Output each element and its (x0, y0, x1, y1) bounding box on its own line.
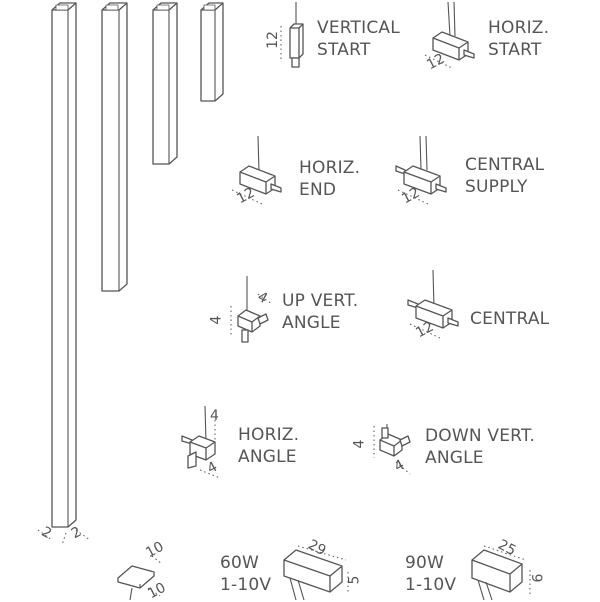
down-vert-angle-drawing (373, 424, 411, 475)
label-up-vert-angle-line2: ANGLE (282, 313, 341, 333)
up-vert-angle-drawing (230, 276, 273, 343)
label-driver-60w-dimming: 1-10V (220, 575, 272, 595)
label-up-vert-angle-line1: UP VERT. (282, 291, 359, 311)
horiz-end-drawing (231, 135, 282, 205)
driver-90w-drawing (471, 545, 531, 600)
label-driver-60w: 60W 1-10V (220, 552, 271, 596)
label-horiz-start: HORIZ. START (488, 17, 549, 61)
central-drawing (407, 269, 459, 339)
dim-driver-90w-height: 6 (530, 573, 547, 583)
dim-horiz-angle-a: 4 (210, 408, 219, 424)
horiz-angle-drawing (181, 405, 221, 479)
label-central-supply: CENTRAL SUPPLY (465, 154, 544, 198)
label-vertical-start-line2: START (317, 40, 371, 60)
label-central: CENTRAL (470, 308, 549, 330)
label-central-supply-line1: CENTRAL (465, 155, 545, 175)
profile-dimension-lines (37, 529, 91, 546)
dim-driver-60w-height: 5 (346, 575, 363, 585)
label-horiz-angle-line2: ANGLE (238, 447, 297, 467)
label-vertical-start: VERTICAL START (317, 17, 400, 61)
label-horiz-end: HORIZ. END (299, 157, 360, 201)
horiz-start-drawing (424, 1, 475, 69)
profile-mini (200, 2, 224, 102)
label-vertical-start-line1: VERTICAL (317, 18, 400, 38)
vertical-start-drawing (280, 2, 304, 68)
label-driver-60w-power: 60W (220, 553, 260, 573)
label-horiz-angle-line1: HORIZ. (238, 425, 300, 445)
label-horiz-end-line2: END (299, 180, 337, 200)
profile-short (152, 2, 178, 165)
label-up-vert-angle: UP VERT. ANGLE (282, 290, 358, 334)
profile-medium (101, 2, 128, 292)
label-down-vert-angle-line2: ANGLE (425, 448, 484, 468)
driver-60w-drawing (283, 545, 349, 600)
label-horiz-angle: HORIZ. ANGLE (238, 424, 299, 468)
label-driver-90w: 90W 1-10V (405, 552, 456, 596)
label-horiz-start-line1: HORIZ. (488, 18, 550, 38)
label-driver-90w-dimming: 1-10V (405, 575, 457, 595)
label-horiz-start-line2: START (488, 40, 542, 60)
profile-long (51, 2, 77, 528)
label-horiz-end-line1: HORIZ. (299, 158, 361, 178)
end-cap-drawing (117, 555, 163, 600)
label-central-supply-line2: SUPPLY (465, 177, 528, 197)
dim-vertical-start: 12 (264, 31, 281, 49)
label-down-vert-angle: DOWN VERT. ANGLE (425, 425, 535, 469)
label-driver-90w-power: 90W (405, 553, 445, 573)
central-supply-drawing (395, 135, 447, 205)
dim-down-vert-angle-a: 4 (351, 439, 368, 449)
dim-up-vert-angle-a: 4 (208, 315, 225, 325)
label-down-vert-angle-line1: DOWN VERT. (425, 426, 536, 446)
label-central-line1: CENTRAL (470, 309, 550, 329)
